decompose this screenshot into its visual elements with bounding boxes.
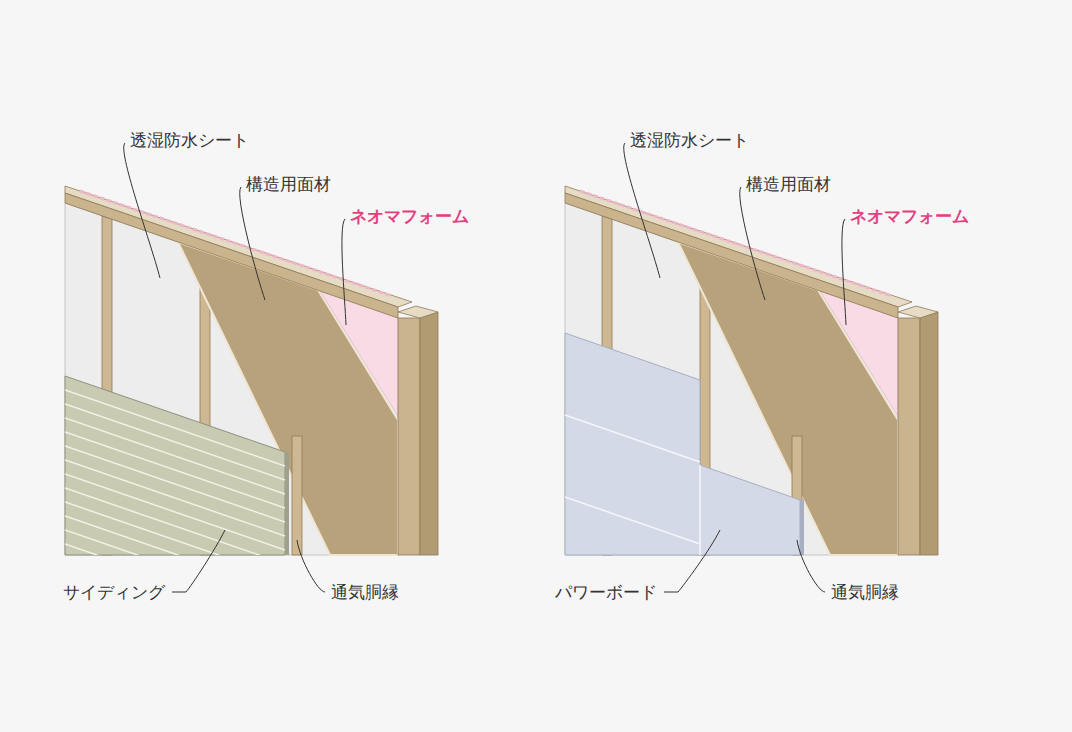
part-label: 透湿防水シート [130,129,249,151]
wall-left [65,186,438,555]
part-label: 構造用面材 [246,173,331,195]
part-label: パワーボード [555,581,657,603]
product-label: ネオマフォーム [850,205,969,227]
part-label: サイディング [63,581,165,603]
part-label: 通気胴縁 [331,581,399,603]
product-label: ネオマフォーム [350,205,469,227]
wall-right [565,186,938,555]
part-label: 透湿防水シート [630,129,749,151]
leader-lines [124,143,846,592]
power-board [565,333,804,555]
part-label: 通気胴縁 [831,581,899,603]
part-label: 構造用面材 [746,173,831,195]
